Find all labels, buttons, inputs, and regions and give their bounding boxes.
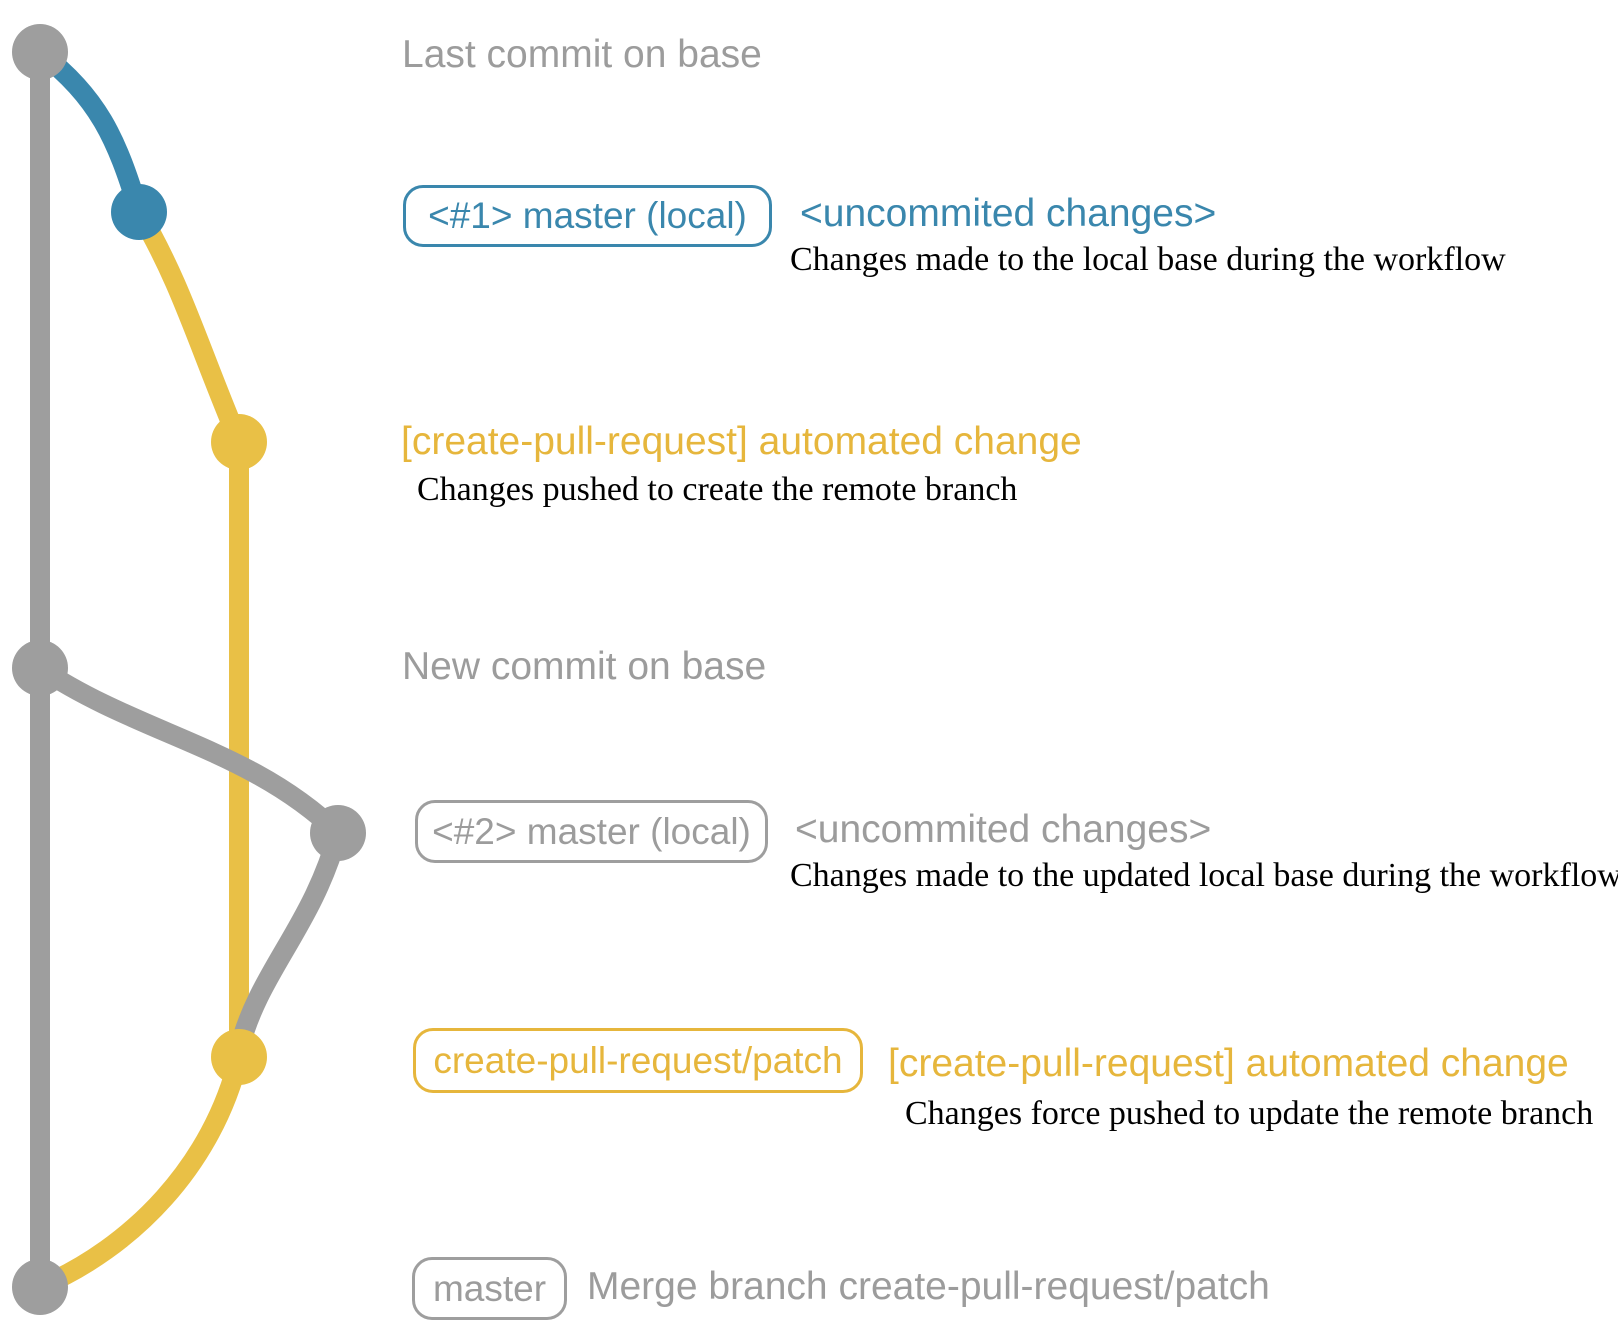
branch-curve-local2-to-patch [229,823,348,1060]
commit-note-patch-1: Changes pushed to create the remote bran… [417,471,1018,508]
branch-curve-patch-out [129,202,249,452]
commit-message-local-1: <uncommited changes> [800,192,1217,235]
commit-dot-local2 [310,805,366,861]
branch-tag-local-1: <#1> master (local) [403,185,772,247]
branch-tag-patch: create-pull-request/patch [413,1028,863,1093]
commit-dot-local1 [111,184,167,240]
branch-tag-master: master [412,1257,567,1320]
branch-curve-local1 [30,42,149,222]
commit-message-local-2: <uncommited changes> [795,808,1212,851]
commit-dot-merge [12,1259,68,1315]
commit-message-patch-1: [create-pull-request] automated change [401,420,1082,463]
commit-dot-patch2 [211,1029,267,1085]
branch-tag-local-2: <#2> master (local) [415,800,768,863]
commit-note-patch-2: Changes force pushed to update the remot… [905,1095,1594,1132]
commit-message-patch-2: [create-pull-request] automated change [888,1042,1569,1085]
commit-note-local-1: Changes made to the local base during th… [790,241,1506,278]
commit-dot-patch1 [211,414,267,470]
commit-note-local-2: Changes made to the updated local base d… [790,857,1618,894]
branch-curve-base-to-local2 [30,658,348,843]
branch-tag-local-1-label: <#1> master (local) [428,195,747,236]
commit-dot-new-base [12,640,68,696]
new-commit-heading: New commit on base [402,645,767,688]
branch-tag-local-2-label: <#2> master (local) [432,810,751,852]
branch-curve-patch-merge [30,1047,249,1297]
commit-message-merge: Merge branch create-pull-request/patch [587,1265,1270,1308]
branch-tag-patch-label: create-pull-request/patch [433,1039,843,1081]
last-commit-heading: Last commit on base [402,33,762,76]
branch-tag-master-label: master [432,1267,547,1309]
commit-dot-last-base [12,24,68,80]
